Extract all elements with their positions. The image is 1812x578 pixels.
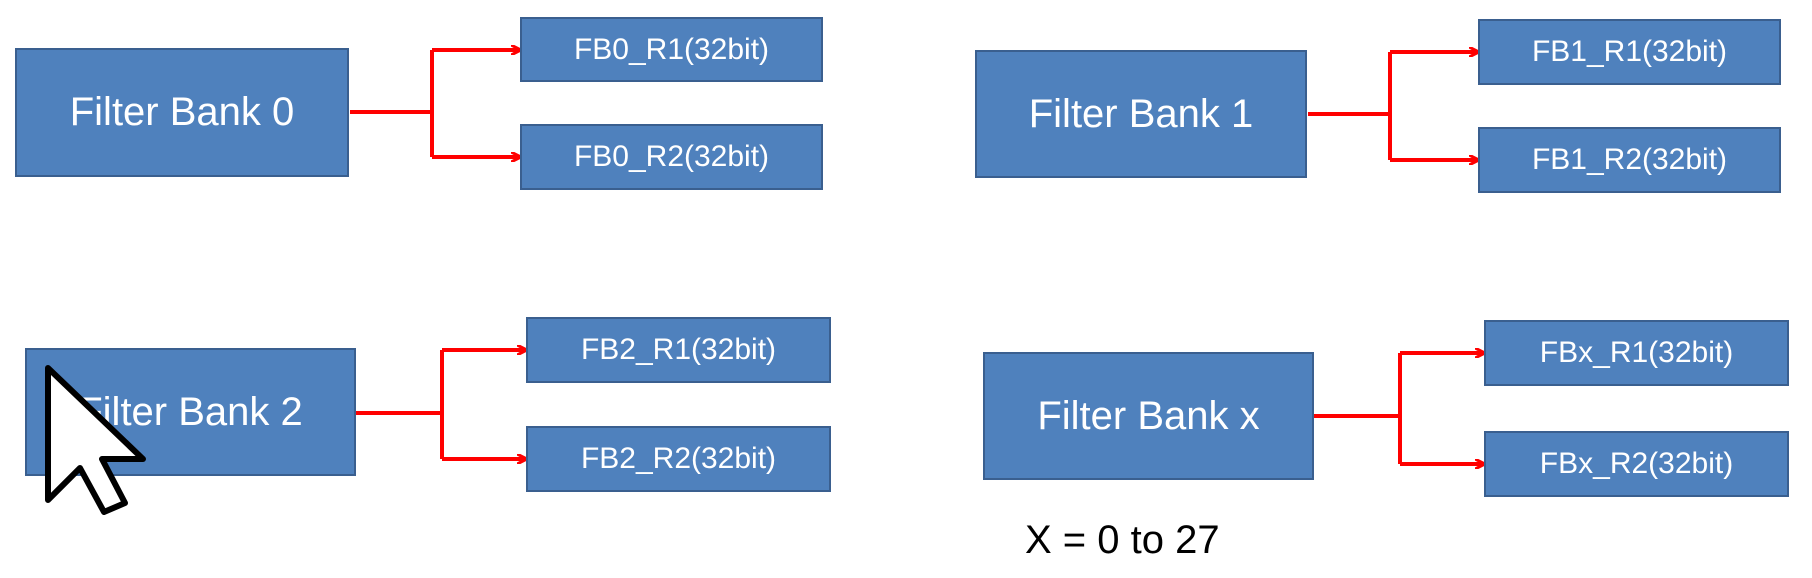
fb0-r2-register-box: FB0_R2(32bit) <box>520 124 823 190</box>
filter-bank-0-box: Filter Bank 0 <box>15 48 349 177</box>
fb1-r1-register-box: FB1_R1(32bit) <box>1478 19 1781 85</box>
range-note: X = 0 to 27 <box>1025 518 1220 562</box>
fbx-r1-register-box: FBx_R1(32bit) <box>1484 320 1789 386</box>
fb1-r2-register-box: FB1_R2(32bit) <box>1478 127 1781 193</box>
fbx-r2-register-box: FBx_R2(32bit) <box>1484 431 1789 497</box>
filter-bank-1-box: Filter Bank 1 <box>975 50 1307 178</box>
filter-bank-x-box: Filter Bank x <box>983 352 1314 480</box>
fb2-r2-register-box: FB2_R2(32bit) <box>526 426 831 492</box>
fb2-r1-register-box: FB2_R1(32bit) <box>526 317 831 383</box>
fb0-r1-register-box: FB0_R1(32bit) <box>520 17 823 82</box>
